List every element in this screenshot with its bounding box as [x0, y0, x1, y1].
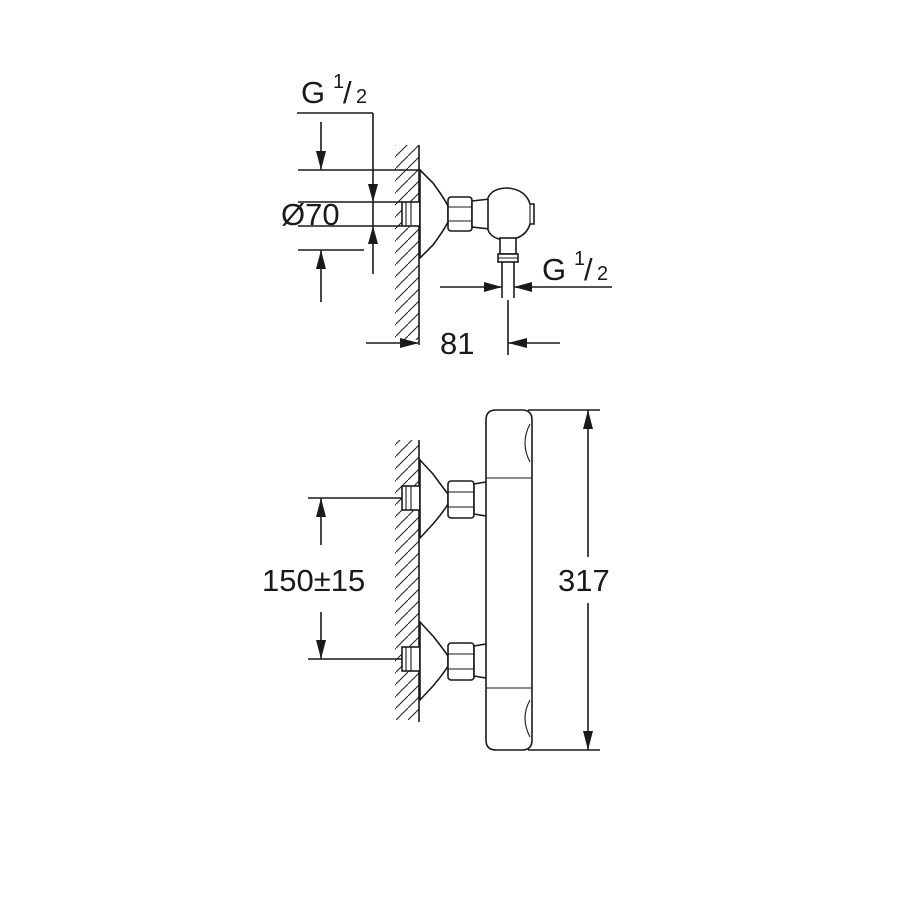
- wall-hatch-front: [395, 440, 419, 720]
- wall-hatch: [395, 145, 419, 340]
- thermostat-body: [485, 409, 533, 751]
- top-handle-detail: [524, 423, 531, 463]
- flange-cone: [419, 168, 449, 260]
- upper-hex-nut: [447, 480, 475, 519]
- front-view: 150±15 317: [262, 409, 610, 751]
- bottom-handle-detail: [524, 699, 531, 738]
- side-outlet-fraction-numerator: 1: [574, 248, 585, 270]
- top-inlet-thread-label: G: [301, 75, 325, 110]
- top-inlet-fraction-denominator: 2: [356, 86, 367, 108]
- side-outlet-fraction-denominator: 2: [597, 263, 608, 285]
- projection-label: 81: [440, 326, 474, 361]
- top-inlet-fraction-slash: /: [343, 75, 352, 110]
- upper-flange-cone: [419, 457, 449, 541]
- center-distance-label: 150±15: [262, 563, 365, 598]
- flange-diameter-label: Ø70: [281, 197, 340, 232]
- lower-hex-nut: [447, 642, 475, 681]
- side-view: G 1 / 2 Ø70 G 1 / 2 81: [281, 71, 612, 361]
- top-inlet-fraction-numerator: 1: [333, 71, 344, 93]
- side-outlet-thread-label: G: [542, 252, 566, 287]
- outlet-stem: [499, 237, 517, 255]
- valve-body-side: [487, 187, 535, 241]
- lower-flange-cone: [419, 619, 449, 703]
- hex-nut: [447, 196, 473, 232]
- overall-height-label: 317: [558, 563, 610, 598]
- side-outlet-fraction-slash: /: [584, 252, 593, 287]
